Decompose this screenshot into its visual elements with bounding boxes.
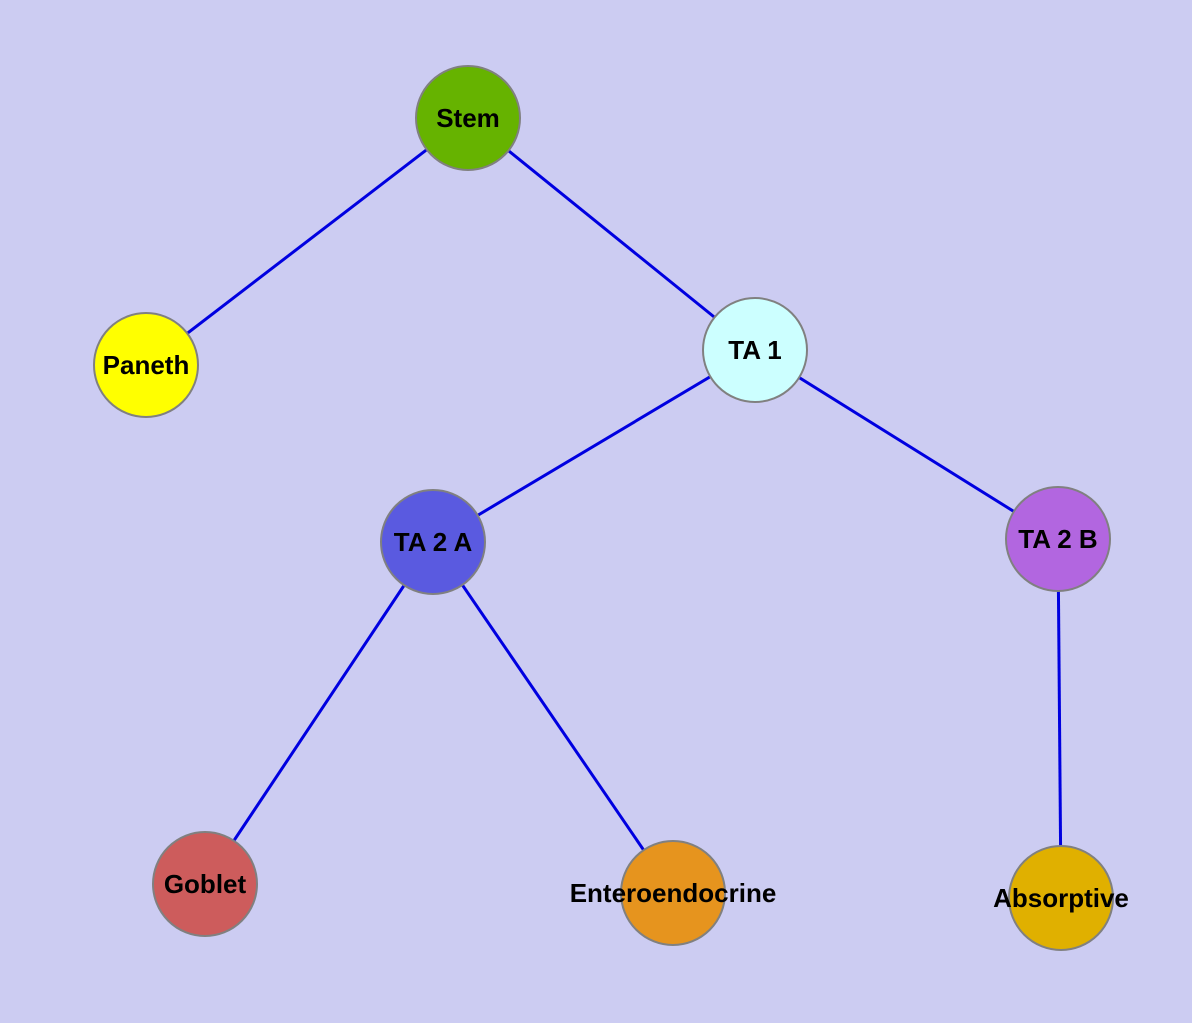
edge-ta2b-absorptive: [1056, 538, 1063, 899]
edge-stem-ta1: [467, 116, 756, 352]
node-goblet[interactable]: Goblet: [152, 831, 258, 937]
node-label-goblet: Goblet: [163, 869, 247, 899]
node-label-stem: Stem: [436, 103, 500, 133]
node-enteroendocrine[interactable]: Enteroendocrine: [570, 840, 776, 946]
node-label-paneth: Paneth: [102, 350, 190, 380]
node-label-ta2b: TA 2 B: [1018, 524, 1098, 554]
node-label-ta2a: TA 2 A: [393, 527, 473, 557]
edge-stem-paneth: [145, 116, 469, 367]
node-absorptive[interactable]: Absorptive: [993, 845, 1129, 951]
node-ta2b[interactable]: TA 2 B: [1005, 486, 1111, 592]
node-ta1[interactable]: TA 1: [702, 297, 808, 403]
node-stem[interactable]: Stem: [415, 65, 521, 171]
edge-ta2a-goblet: [203, 541, 435, 885]
node-ta2a[interactable]: TA 2 A: [380, 489, 486, 595]
edge-ta2a-enteroendocrine: [431, 541, 675, 894]
node-paneth[interactable]: Paneth: [93, 312, 199, 418]
node-label-ta1: TA 1: [728, 335, 782, 365]
edge-ta1-ta2a: [432, 348, 756, 544]
node-label-absorptive: Absorptive: [993, 883, 1129, 913]
edge-ta1-ta2b: [754, 348, 1059, 541]
